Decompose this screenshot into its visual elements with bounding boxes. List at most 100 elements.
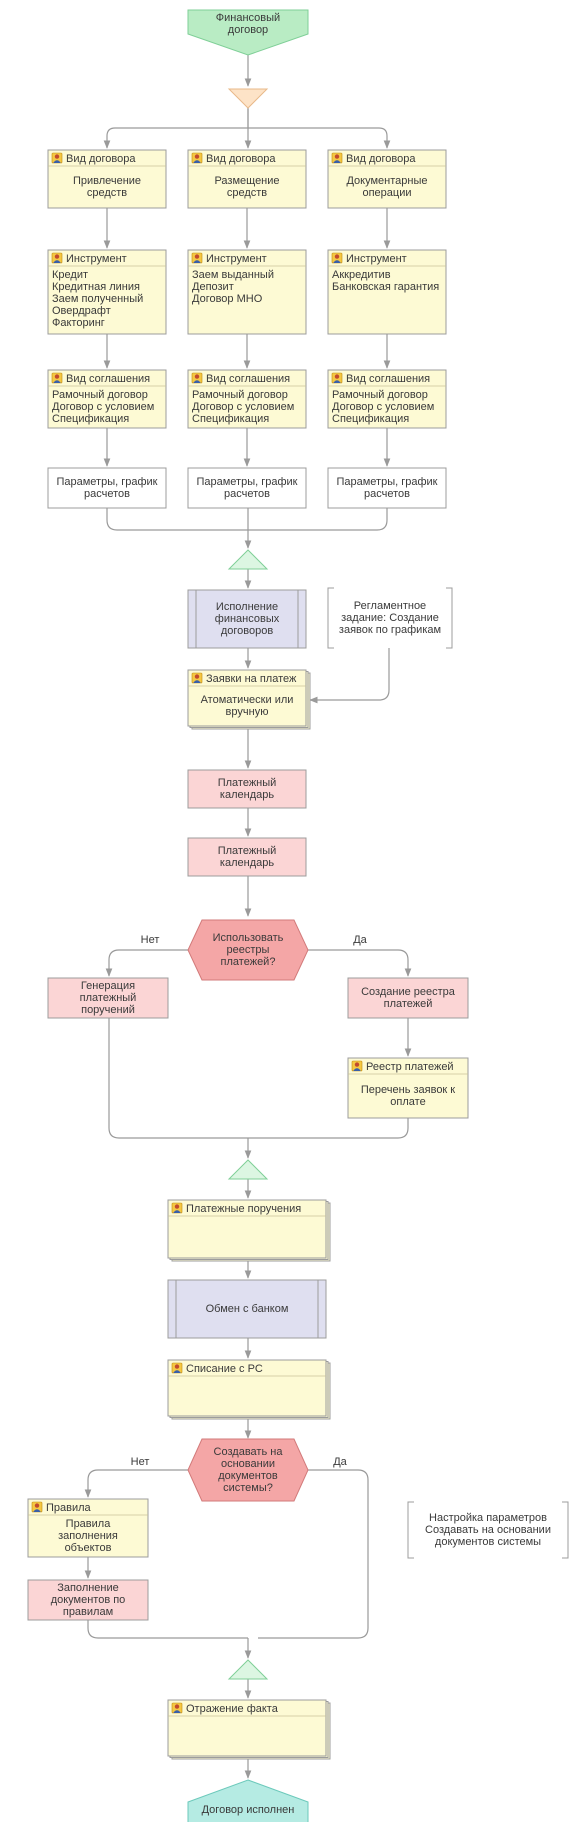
card-body-line-1: средств: [87, 187, 127, 199]
box-text-line-1: платежей: [384, 998, 433, 1010]
card-body-line-0: Заем выданный: [192, 269, 274, 281]
card-title: Инструмент: [346, 253, 407, 265]
user-icon: [171, 1362, 183, 1374]
user-icon-body: [53, 260, 61, 263]
user-icon: [331, 152, 343, 164]
box-text-line-0: Заполнение: [57, 1582, 119, 1594]
card-body-line-4: Факторинг: [52, 317, 105, 329]
card-frame: [167, 1699, 327, 1757]
box-text-line-2: правилам: [63, 1606, 113, 1618]
card-body-line-0: Рамочный договор: [192, 389, 288, 401]
card-title: Вид договора: [346, 153, 416, 165]
card-frame: [347, 1057, 469, 1119]
card-title: Заявки на платеж: [206, 673, 297, 685]
card-title: Списание с РС: [186, 1363, 263, 1375]
card-body-line-2: Спецификация: [52, 413, 129, 425]
card-body-line-0: Атоматически или: [201, 694, 294, 706]
box-text-line-0: Платежный: [218, 777, 277, 789]
decision-shape: [187, 919, 309, 981]
card-title: Реестр платежей: [366, 1061, 454, 1073]
box-text-line-1: задание: Создание: [341, 612, 439, 624]
card-body-line-3: Овердрафт: [52, 305, 111, 317]
merge-gateway-3: [227, 1659, 269, 1680]
box-frame: [187, 769, 307, 809]
card-frame: [47, 369, 167, 429]
user-icon-body: [53, 160, 61, 163]
flow-arrow-reglament: [309, 648, 390, 704]
user-icon: [331, 372, 343, 384]
box-text-line-0: Генерация: [81, 980, 135, 992]
user-icon: [351, 1060, 363, 1072]
split-gateway: [227, 88, 269, 109]
end-shape: [187, 1779, 309, 1822]
card-frame: [187, 249, 307, 335]
decision-text-line-2: документов: [218, 1470, 278, 1482]
card-body-line-0: Документарные: [346, 175, 427, 187]
card-body-line-1: оплате: [390, 1096, 425, 1108]
user-icon: [171, 1702, 183, 1714]
user-icon: [51, 372, 63, 384]
box-bracket: [562, 1501, 569, 1559]
card-frame: [167, 1359, 327, 1417]
flow-arrow-col3: [248, 127, 391, 149]
user-icon-body: [173, 1370, 181, 1373]
card-frame: [187, 369, 307, 429]
start-text-line-1: договор: [228, 24, 268, 36]
flow-arrow-yes: [308, 949, 412, 977]
card-body-line-2: Заем полученный: [52, 293, 143, 305]
merge-gateway-2: [227, 1159, 269, 1180]
card-body-line-1: вручную: [226, 706, 269, 718]
user-icon-body: [333, 160, 341, 163]
box-text-line-1: календарь: [220, 789, 274, 801]
card-body-line-0: Перечень заявок к: [361, 1084, 455, 1096]
user-icon-body: [193, 680, 201, 683]
user-icon-head: [354, 1062, 360, 1067]
user-icon: [191, 672, 203, 684]
flow-arrow-col1: [103, 108, 249, 149]
card-body-line-0: Рамочный договор: [332, 389, 428, 401]
card-body-line-0: Размещение: [214, 175, 279, 187]
box-frame: [328, 588, 452, 648]
box-frame: [327, 467, 447, 509]
card-body-line-1: Депозит: [192, 281, 234, 293]
user-icon-body: [33, 1509, 41, 1512]
start-shape: [187, 9, 309, 56]
box-text-line-0: Параметры, график: [196, 476, 297, 488]
edge-label-yes: Да: [353, 934, 367, 946]
flow-arrow-yes: [258, 1469, 369, 1639]
user-icon-head: [334, 154, 340, 159]
card-orders: Платежные поручения: [167, 1199, 331, 1262]
card-title: Инструмент: [206, 253, 267, 265]
decision-text-line-0: Создавать на: [214, 1446, 284, 1458]
card-body-line-0: Кредит: [52, 269, 88, 281]
card-frame: [187, 149, 307, 209]
card-title: Вид договора: [66, 153, 136, 165]
card-frame: [47, 249, 167, 335]
card-body-line-1: Кредитная линия: [52, 281, 140, 293]
card-title: Инструмент: [66, 253, 127, 265]
card-body-line-2: Договор МНО: [192, 293, 263, 305]
user-icon-body: [53, 380, 61, 383]
card-title: Вид соглашения: [346, 373, 430, 385]
flow-arrow-no: [105, 949, 188, 977]
card-frame: [187, 669, 307, 727]
user-icon-body: [353, 1068, 361, 1071]
card-fact: Отражение факта: [167, 1699, 331, 1760]
card-body-line-1: Договор с условием: [192, 401, 294, 413]
box-text-line-1: документов по: [51, 1594, 126, 1606]
user-icon-head: [54, 154, 60, 159]
